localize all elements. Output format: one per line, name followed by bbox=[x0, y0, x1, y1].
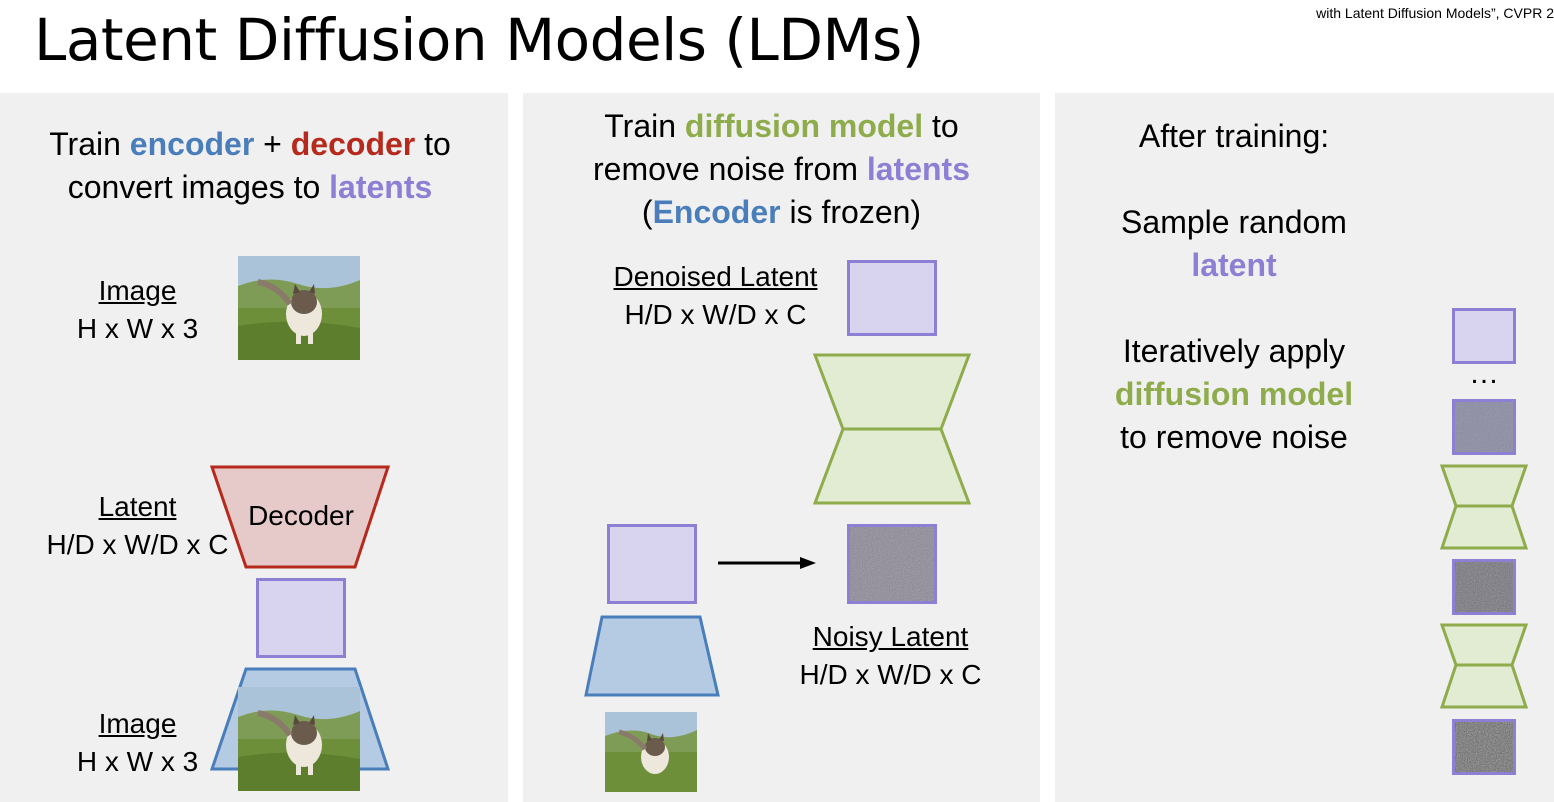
image-bottom-label: Image H x W x 3 bbox=[76, 708, 199, 777]
diffusion-step-shape-2 bbox=[1439, 623, 1529, 709]
sample-text: Sample random latent bbox=[1121, 204, 1347, 283]
iterate-text: Iteratively apply diffusion model to rem… bbox=[1114, 333, 1354, 455]
noisier-latent-square bbox=[1452, 559, 1516, 615]
latents-word: latents bbox=[866, 151, 970, 187]
panel-diffusion-training: Train diffusion model to remove noise fr… bbox=[523, 93, 1040, 802]
decoder-label: Decoder bbox=[248, 500, 354, 531]
frozen-encoder-shape bbox=[584, 615, 720, 697]
diffusion-step-shape-1 bbox=[1439, 464, 1529, 550]
denoised-latent-square bbox=[847, 260, 937, 336]
encoder-word: encoder bbox=[129, 126, 255, 162]
output-latent-square bbox=[1452, 308, 1516, 364]
latents-word: latents bbox=[329, 169, 433, 205]
panel2-heading: Train diffusion model to remove noise fr… bbox=[592, 108, 970, 230]
panel-autoencoder: Train encoder + decoder to convert image… bbox=[0, 93, 508, 802]
panel-sampling: After training: Sample random latent Ite… bbox=[1055, 93, 1554, 802]
diffusion-model-word: diffusion model bbox=[1114, 376, 1354, 412]
random-noise-latent-square bbox=[1452, 719, 1516, 775]
partial-noisy-latent-square bbox=[1452, 399, 1516, 455]
slide-title: Latent Diffusion Models (LDMs) bbox=[34, 6, 924, 74]
cat-image-top bbox=[238, 256, 360, 360]
denoised-latent-label: Denoised Latent H/D x W/D x C bbox=[613, 261, 818, 330]
image-top-label: Image H x W x 3 bbox=[76, 275, 199, 344]
latent-label: Latent H/D x W/D x C bbox=[46, 491, 229, 560]
latent-word: latent bbox=[1191, 247, 1277, 283]
noisy-latent-square bbox=[847, 524, 937, 604]
ellipsis: … bbox=[1469, 357, 1499, 390]
diffusion-model-word: diffusion model bbox=[684, 108, 924, 144]
citation: with Latent Diffusion Models”, CVPR 2 bbox=[1316, 5, 1554, 21]
clean-latent-square bbox=[607, 524, 697, 604]
latent-square bbox=[256, 578, 346, 658]
encoder-word: Encoder bbox=[652, 194, 781, 230]
after-training-text: After training: bbox=[1138, 118, 1330, 154]
diffusion-model-shape bbox=[812, 353, 972, 505]
decoder-word: decoder bbox=[290, 126, 416, 162]
decoder-shape bbox=[209, 465, 391, 569]
noisy-latent-label: Noisy Latent H/D x W/D x C bbox=[799, 621, 982, 690]
panel1-heading: Train encoder + decoder to convert image… bbox=[49, 126, 451, 205]
cat-image-input bbox=[605, 712, 697, 792]
add-noise-arrow bbox=[718, 557, 816, 569]
cat-image-bottom bbox=[238, 687, 360, 791]
